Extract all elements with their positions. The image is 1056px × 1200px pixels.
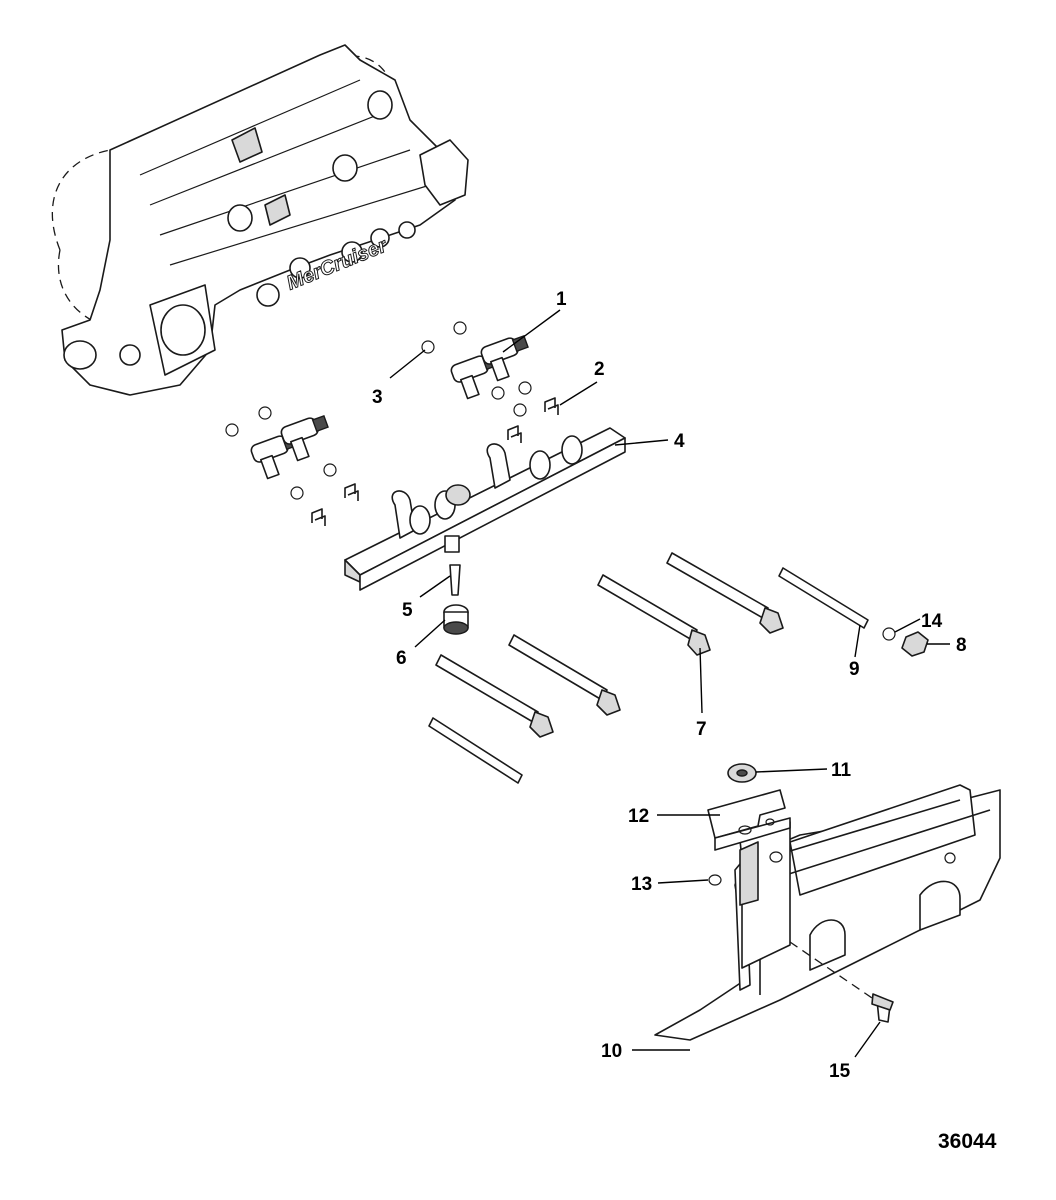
studs — [428, 567, 869, 784]
callout-1: 1 — [556, 289, 567, 310]
callout-13: 13 — [631, 874, 652, 895]
callout-8: 8 — [956, 635, 967, 656]
intake-manifold: MerCruiser — [51, 44, 469, 396]
callout-7: 7 — [696, 719, 707, 740]
callout-14: 14 — [921, 611, 943, 632]
callout-10: 10 — [601, 1041, 622, 1062]
mounting-bracket — [654, 784, 1001, 1041]
leader-lines — [389, 309, 950, 1058]
callout-11: 11 — [831, 760, 852, 781]
fuel-injectors-lower — [225, 406, 337, 500]
washer-and-nut — [882, 627, 929, 657]
bracket-washer — [708, 851, 783, 886]
fuel-rail — [344, 427, 626, 591]
callout-2: 2 — [594, 359, 605, 380]
callout-6: 6 — [396, 648, 407, 669]
fuel-injectors-upper — [421, 321, 532, 417]
schrader-valve — [449, 564, 461, 596]
callout-5: 5 — [402, 600, 413, 621]
callout-9: 9 — [849, 659, 860, 680]
callout-12: 12 — [628, 806, 649, 827]
injector-retainer-clips — [311, 397, 559, 526]
valve-cap — [443, 604, 469, 635]
callout-15: 15 — [829, 1061, 851, 1082]
bracket-nut — [727, 763, 757, 783]
callout-4: 4 — [674, 431, 685, 452]
callout-labels: 1 2 3 4 5 6 7 8 9 10 11 12 13 14 15 — [372, 289, 967, 1082]
callout-3: 3 — [372, 387, 383, 408]
bracket-plate — [707, 789, 791, 851]
figure-id: 36044 — [938, 1130, 997, 1153]
fuel-rail-bolts — [435, 552, 784, 738]
bracket-bolt — [871, 993, 894, 1023]
